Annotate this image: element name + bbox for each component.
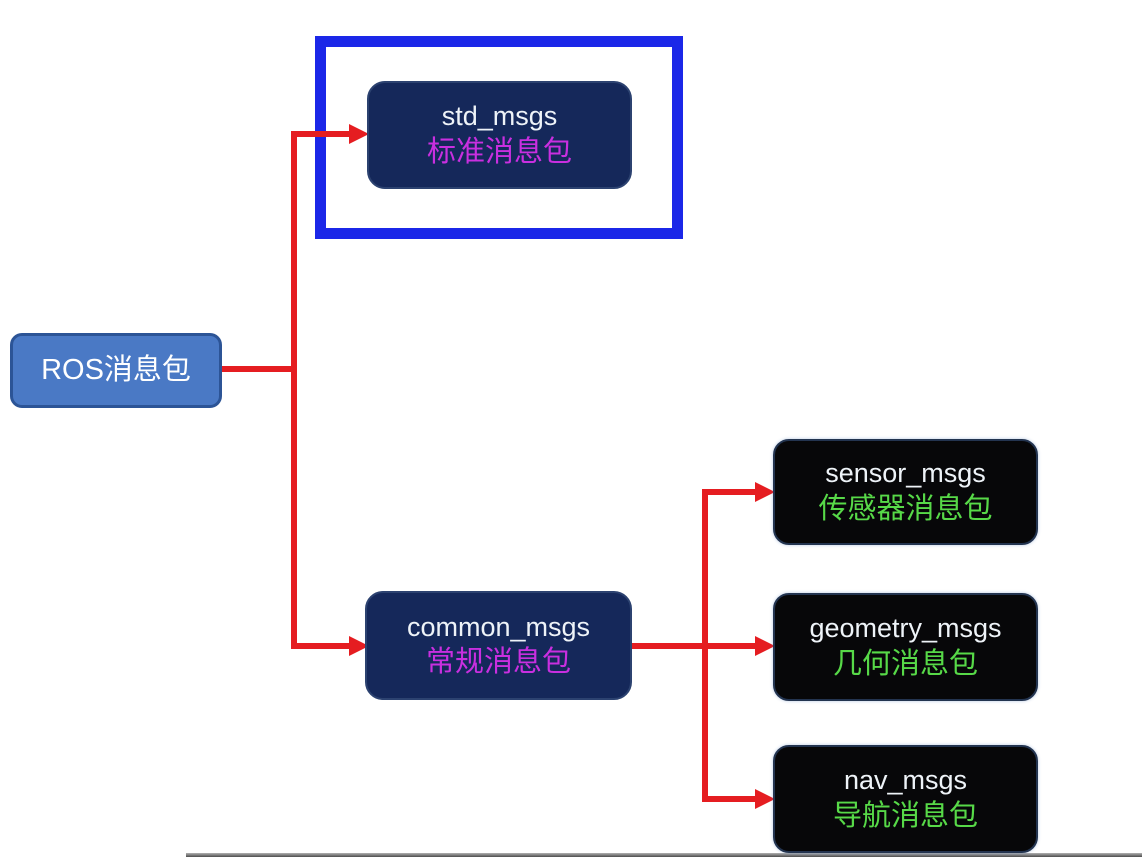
bottom-divider-line (186, 853, 1142, 857)
node-common-title: common_msgs (406, 611, 591, 642)
node-std-subtitle: 标准消息包 (426, 135, 572, 168)
node-nav-title: nav_msgs (843, 765, 968, 796)
arrowhead-to-nav-msgs (755, 789, 775, 809)
edge-common-vertical-line (702, 489, 708, 802)
node-sensor-subtitle: 传感器消息包 (818, 492, 993, 525)
node-std-msgs: std_msgs 标准消息包 (367, 81, 632, 189)
arrowhead-to-sensor-msgs (755, 482, 775, 502)
arrowhead-to-common-msgs (349, 636, 369, 656)
node-common-subtitle: 常规消息包 (425, 646, 571, 679)
arrowhead-to-geometry-msgs (755, 636, 775, 656)
edge-root-horizontal-line (219, 366, 297, 372)
edge-to-nav-msgs-line (702, 796, 757, 802)
edge-root-vertical-line (291, 131, 297, 649)
node-root-label: ROS消息包 (41, 353, 191, 386)
node-geometry-subtitle: 几何消息包 (832, 647, 978, 680)
node-nav-msgs: nav_msgs 导航消息包 (773, 745, 1038, 853)
edge-to-common-msgs-line (291, 643, 351, 649)
edge-to-sensor-msgs-line (702, 489, 757, 495)
edge-to-std-msgs-line (291, 131, 351, 137)
node-geometry-title: geometry_msgs (809, 613, 1002, 644)
edge-common-to-geometry-line (630, 643, 757, 649)
node-common-msgs: common_msgs 常规消息包 (365, 591, 632, 700)
node-ros-message-package: ROS消息包 (10, 333, 222, 408)
node-nav-subtitle: 导航消息包 (832, 799, 978, 832)
node-sensor-msgs: sensor_msgs 传感器消息包 (773, 439, 1038, 545)
arrowhead-to-std-msgs (349, 124, 369, 144)
std-msgs-highlight-frame (315, 36, 683, 239)
node-std-title: std_msgs (441, 101, 558, 132)
node-geometry-msgs: geometry_msgs 几何消息包 (773, 593, 1038, 701)
node-sensor-title: sensor_msgs (825, 458, 986, 489)
